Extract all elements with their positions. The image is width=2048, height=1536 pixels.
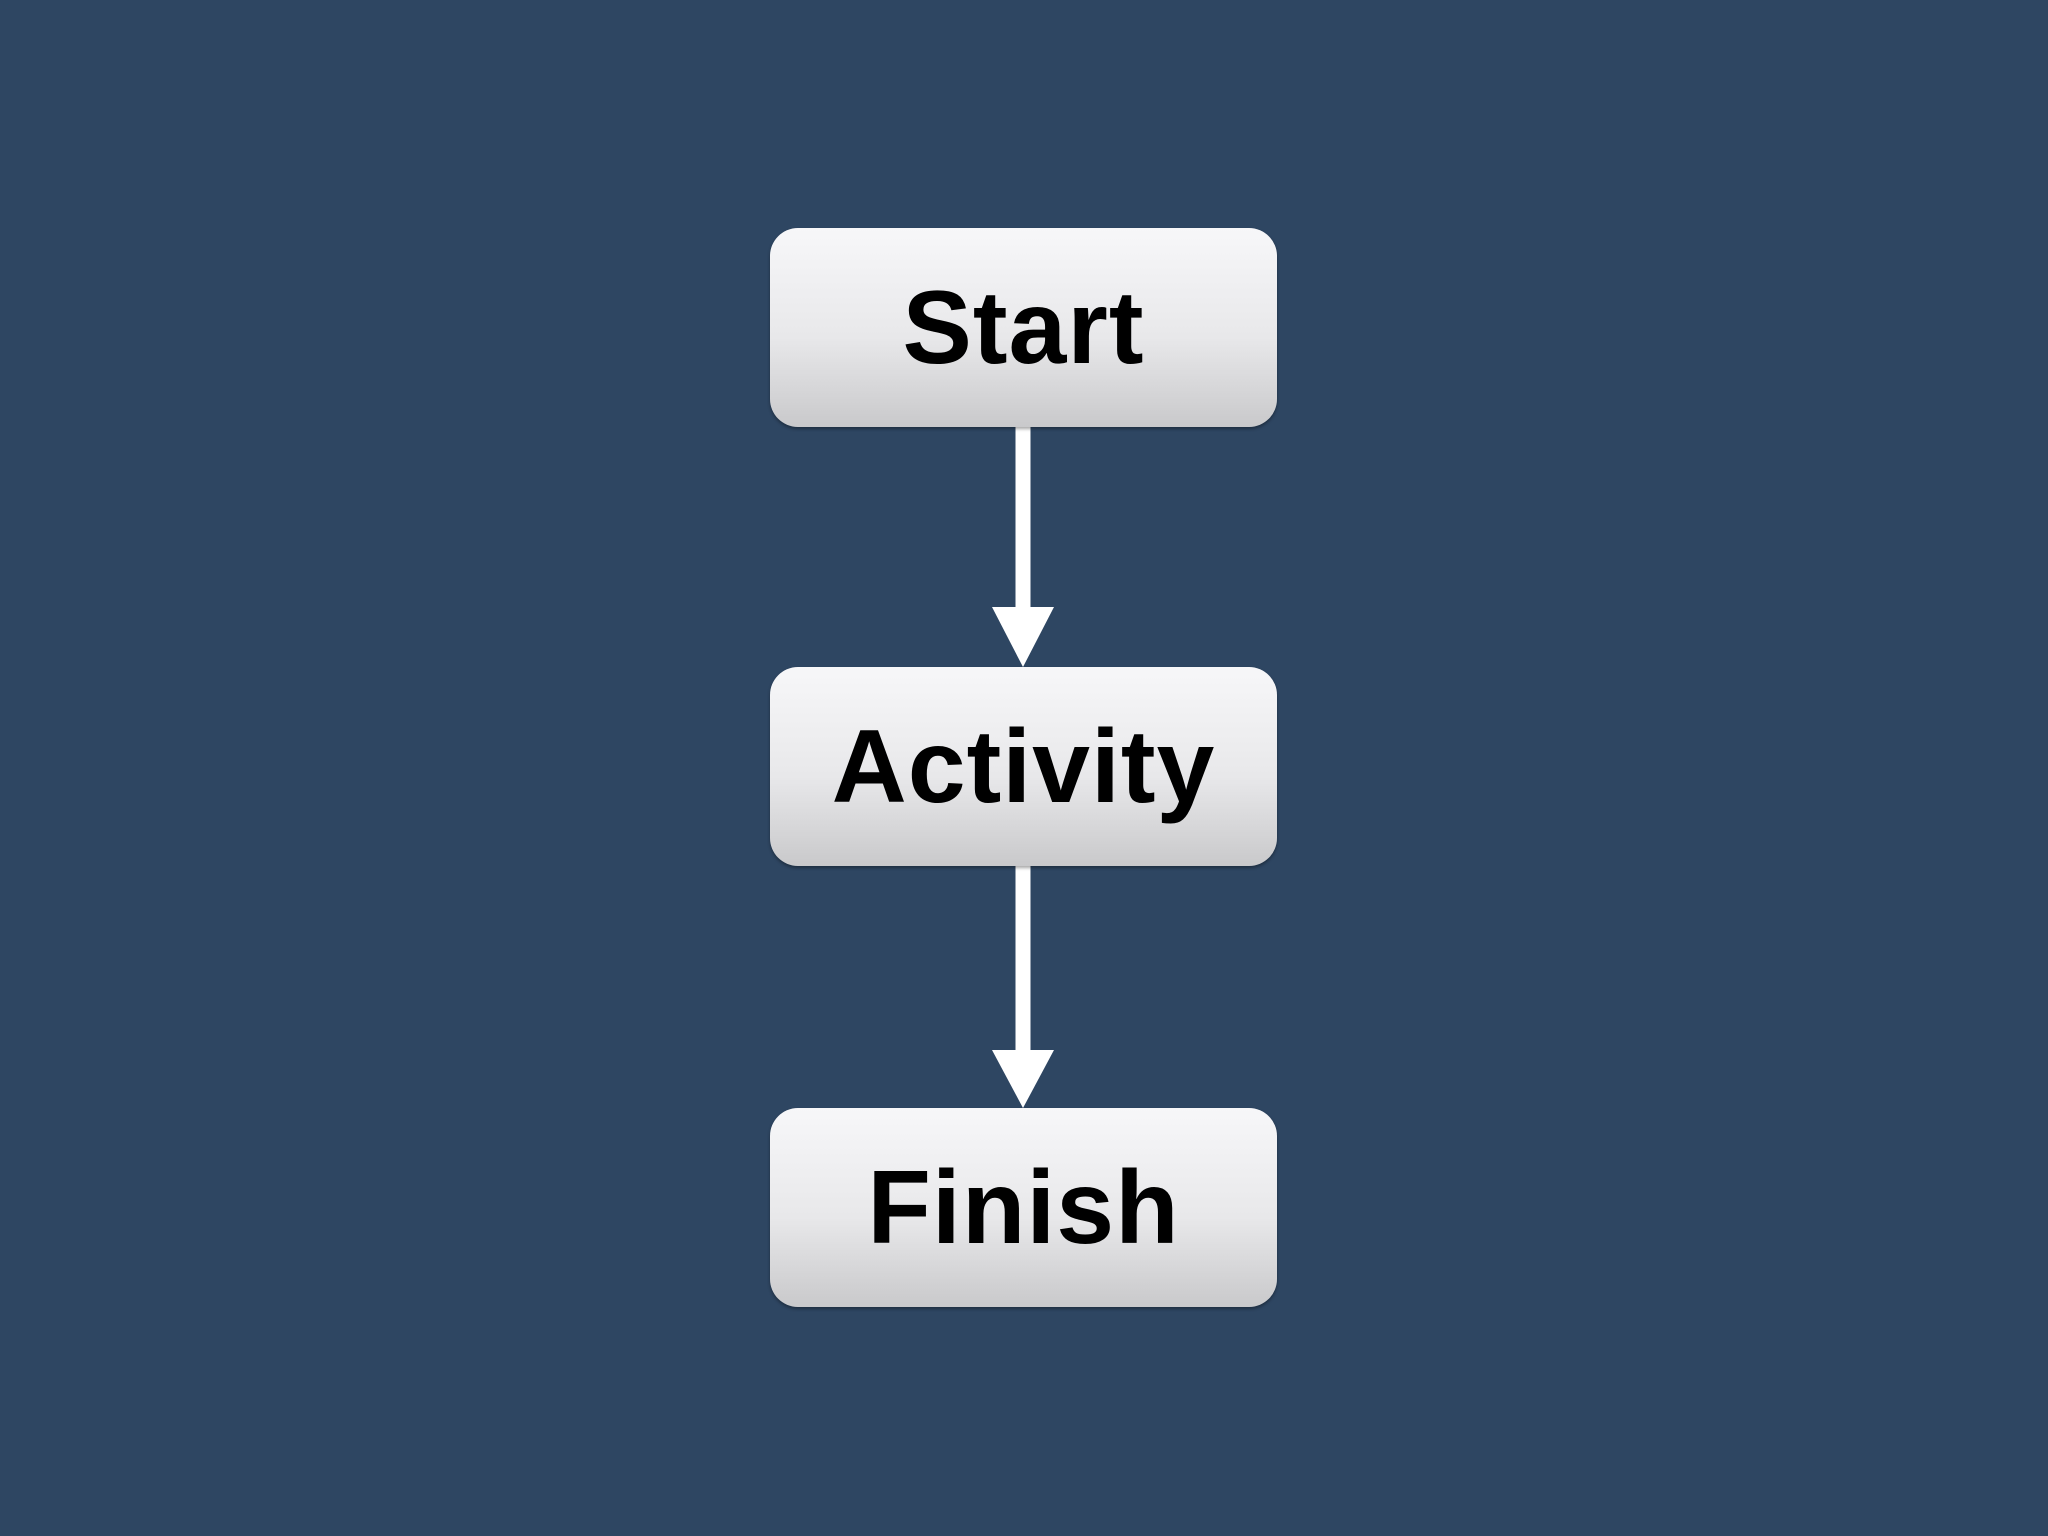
node-finish: Finish xyxy=(770,1108,1277,1307)
node-label-finish: Finish xyxy=(867,1149,1180,1266)
node-activity: Activity xyxy=(770,667,1277,866)
node-label-start: Start xyxy=(902,269,1145,386)
node-label-activity: Activity xyxy=(831,708,1216,825)
arrowhead-icon xyxy=(992,1050,1054,1108)
node-start: Start xyxy=(770,228,1277,427)
edge-activity-to-finish xyxy=(992,866,1054,1108)
arrowhead-icon xyxy=(992,607,1054,667)
edge-start-to-activity xyxy=(992,427,1054,667)
